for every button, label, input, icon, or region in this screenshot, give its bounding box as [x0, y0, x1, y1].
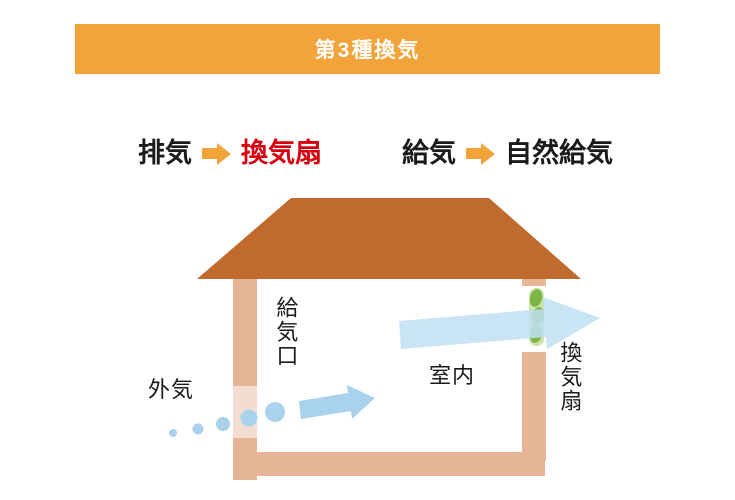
indoor-label: 室内: [429, 363, 476, 388]
indoor-airflow-arrow: [399, 297, 600, 349]
legend-exhaust: 排気 換気扇: [138, 140, 322, 167]
arrow-head: [481, 142, 495, 165]
roof: [197, 198, 581, 279]
airflow-dot: [192, 423, 204, 435]
supply-target-label: 自然給気: [505, 138, 613, 168]
arrow-bar: [466, 148, 481, 159]
airflow-dot: [169, 429, 177, 437]
airflow-dot: [240, 409, 258, 427]
airflow-dot: [216, 417, 230, 431]
title-banner: 第3種換気: [75, 24, 660, 74]
exhaust-target-label: 換気扇: [241, 138, 322, 168]
air-inlet-label: 給気口: [273, 296, 299, 368]
inlet-airflow-dots: [169, 402, 285, 437]
legend-supply: 給気 自然給気: [402, 140, 613, 167]
page-title: 第3種換気: [314, 39, 421, 62]
right-arrow-icon: [466, 142, 495, 165]
floor: [233, 452, 545, 476]
outside-air-label: 外気: [148, 377, 195, 402]
right-arrow-icon: [202, 142, 231, 165]
airflow-dot: [265, 402, 285, 422]
left-wall: [233, 279, 257, 480]
supply-label: 給気: [402, 138, 456, 168]
inlet-airflow-arrow: [299, 385, 375, 419]
fan-blade: [529, 289, 543, 307]
fan-label: 換気扇: [557, 341, 583, 413]
arrow-bar: [202, 148, 217, 159]
exhaust-label: 排気: [138, 138, 192, 168]
arrow-head: [217, 142, 231, 165]
